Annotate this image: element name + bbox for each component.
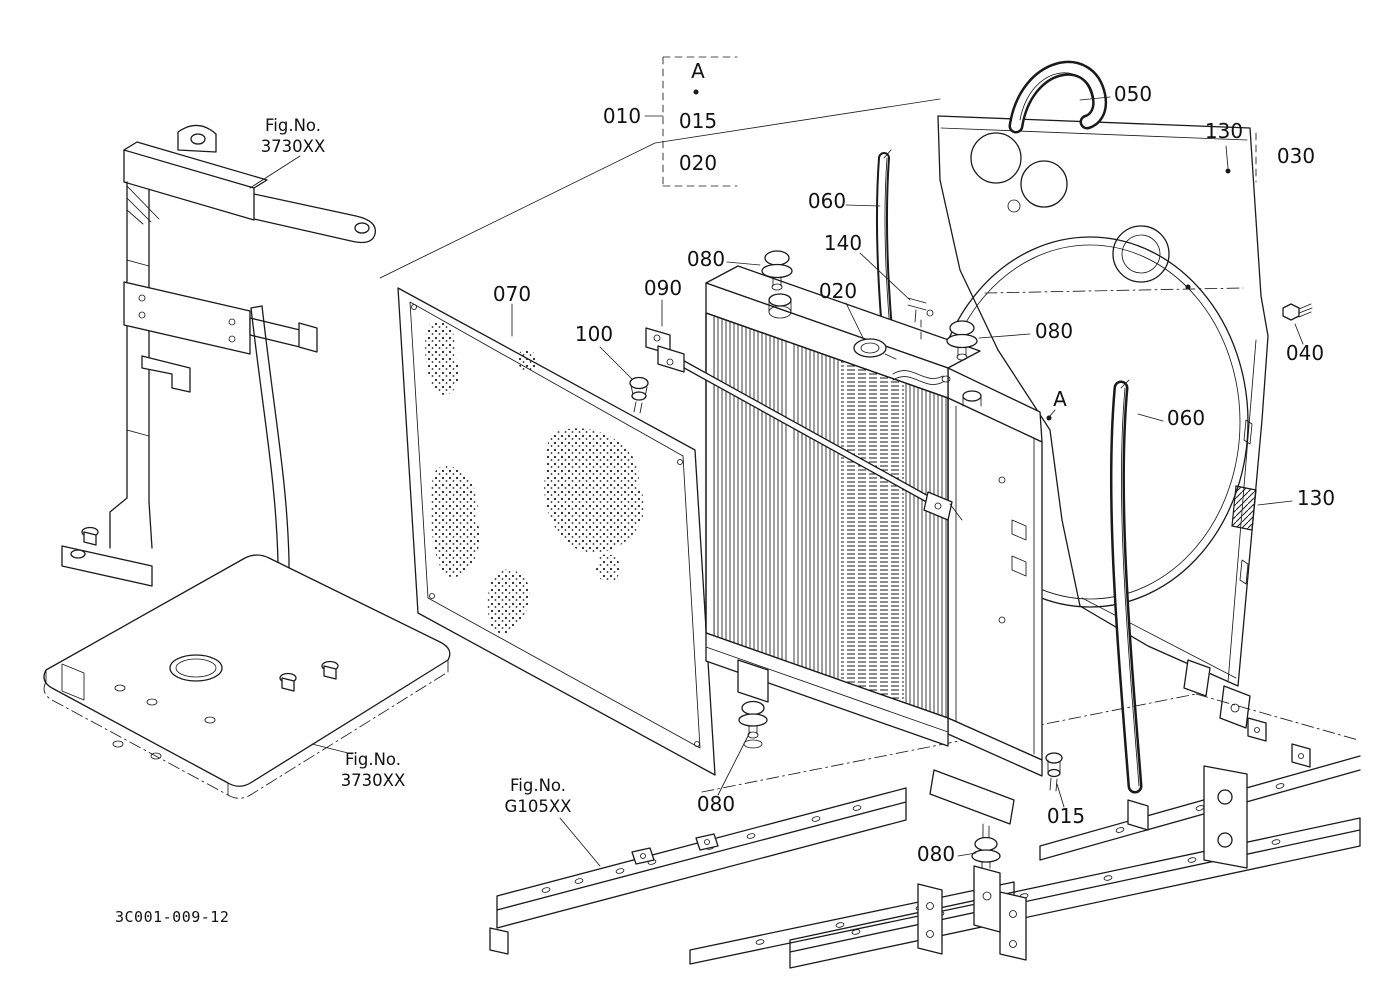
callout-100: 100 bbox=[575, 322, 613, 346]
figref-frame-bottom-line1: Fig.No. bbox=[345, 750, 401, 769]
figref-frame-top-line2: 3730XX bbox=[261, 137, 326, 156]
callout-015-group: 015 bbox=[679, 109, 717, 133]
fan-shroud bbox=[931, 115, 1269, 729]
figref-rail-line2: G105XX bbox=[505, 797, 572, 816]
callout-080-top-right: 080 bbox=[1035, 319, 1073, 343]
labels: 010 A 015 020 050 130 030 060 080 140 02… bbox=[115, 59, 1335, 926]
view-marker-a-top: A bbox=[691, 59, 705, 83]
callout-130-right: 130 bbox=[1297, 486, 1335, 510]
shroud-pad-130 bbox=[1231, 485, 1257, 531]
view-marker-a-side: A bbox=[1053, 387, 1067, 411]
frame-rails bbox=[489, 693, 1361, 969]
seal-strip-top bbox=[1008, 60, 1108, 134]
figref-rail-line1: Fig.No. bbox=[510, 776, 566, 795]
callout-015-bottom: 015 bbox=[1047, 804, 1085, 828]
callout-130-top: 130 bbox=[1205, 119, 1243, 143]
callout-040: 040 bbox=[1286, 341, 1324, 365]
callout-060-left: 060 bbox=[808, 189, 846, 213]
bolt-stay bbox=[629, 376, 649, 414]
callout-050: 050 bbox=[1114, 82, 1152, 106]
callout-080-bottom-left: 080 bbox=[697, 792, 735, 816]
figref-frame-bottom-line2: 3730XX bbox=[341, 771, 406, 790]
callout-080-top-left: 080 bbox=[687, 247, 725, 271]
construction-lines bbox=[379, 98, 1244, 294]
grommet-top-right bbox=[946, 320, 978, 361]
grommet-bottom-center bbox=[971, 836, 1001, 869]
base-plate bbox=[43, 554, 451, 799]
mount-block bbox=[1203, 765, 1248, 869]
overflow-hose bbox=[892, 370, 944, 385]
radiator-screen bbox=[397, 287, 716, 776]
callout-060-right: 060 bbox=[1167, 406, 1205, 430]
grommet-top-left bbox=[761, 250, 793, 291]
callout-020-cap: 020 bbox=[819, 279, 857, 303]
callout-010: 010 bbox=[603, 104, 641, 128]
seal-strip-right bbox=[1109, 379, 1143, 794]
callout-140: 140 bbox=[824, 231, 862, 255]
callout-030: 030 bbox=[1277, 144, 1315, 168]
radiator bbox=[629, 250, 1313, 933]
callout-090: 090 bbox=[644, 276, 682, 300]
callout-020-group: 020 bbox=[679, 151, 717, 175]
stay-bracket bbox=[645, 327, 685, 373]
bolt-040 bbox=[1282, 303, 1313, 321]
drawing-code: 3C001-009-12 bbox=[115, 908, 229, 926]
callout-070: 070 bbox=[493, 282, 531, 306]
clip-140 bbox=[907, 297, 934, 343]
leader-lines bbox=[249, 56, 1304, 867]
callout-080-bottom-center: 080 bbox=[917, 842, 955, 866]
screen-dirt-pattern bbox=[425, 321, 645, 634]
radiator-cap bbox=[853, 338, 897, 360]
figref-frame-top-line1: Fig.No. bbox=[265, 116, 321, 135]
bolt-015 bbox=[1045, 752, 1063, 792]
support-frame bbox=[61, 124, 377, 671]
grommet-bottom-left bbox=[738, 700, 768, 749]
